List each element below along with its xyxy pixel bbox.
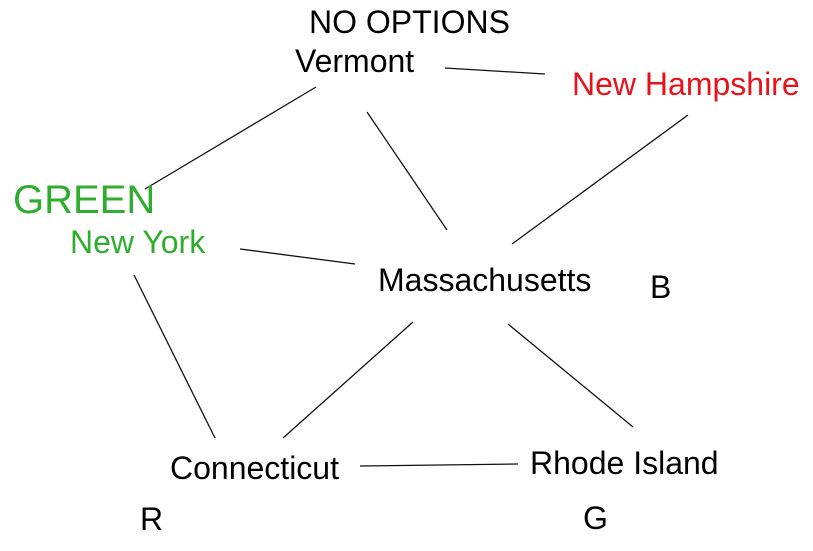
annotation-no-options: NO OPTIONS xyxy=(309,4,510,40)
edge-vermont-massachusetts xyxy=(366,111,448,231)
edge-massachusetts-rhode-island xyxy=(507,323,634,428)
node-new-hampshire: New Hampshire xyxy=(572,66,800,102)
edge-massachusetts-connecticut xyxy=(282,321,414,439)
edge-new-hampshire-massachusetts xyxy=(511,114,689,245)
edge-connecticut-rhode-island xyxy=(359,463,519,467)
annotation-green: GREEN xyxy=(13,178,156,222)
annotation-r: R xyxy=(140,501,164,537)
annotation-b: B xyxy=(650,269,672,305)
node-new-york: New York xyxy=(70,224,206,260)
edge-new-york-massachusetts xyxy=(239,248,356,265)
node-connecticut: Connecticut xyxy=(170,450,339,486)
annotation-g: G xyxy=(583,500,608,536)
edge-vermont-new-york xyxy=(144,86,317,190)
node-massachusetts: Massachusetts xyxy=(378,262,592,298)
node-vermont: Vermont xyxy=(295,43,415,79)
node-rhode-island: Rhode Island xyxy=(530,445,719,481)
edge-vermont-new-hampshire xyxy=(444,67,546,75)
edge-new-york-connecticut xyxy=(133,274,216,439)
